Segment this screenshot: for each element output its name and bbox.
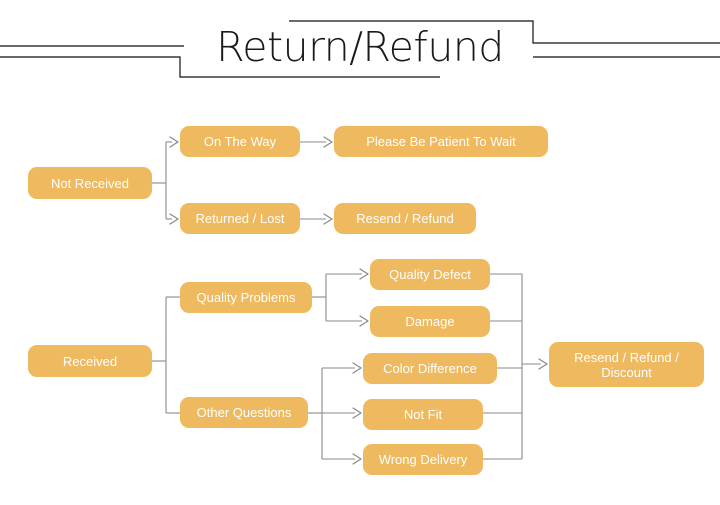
page-title: Return/Refund xyxy=(216,23,504,71)
node-on-the-way[interactable]: On The Way xyxy=(180,126,300,157)
arrow-color-difference xyxy=(352,362,362,374)
node-not-received[interactable]: Not Received xyxy=(28,167,152,199)
arrow-resend-refund-discount xyxy=(538,358,548,370)
node-wrong-delivery[interactable]: Wrong Delivery xyxy=(363,444,483,475)
arrow-please-be-patient xyxy=(323,136,333,148)
arrow-damage xyxy=(359,315,369,327)
node-resend-refund[interactable]: Resend / Refund xyxy=(334,203,476,234)
arrow-wrong-delivery xyxy=(352,453,362,465)
arrow-resend-refund xyxy=(323,213,333,225)
node-color-difference[interactable]: Color Difference xyxy=(363,353,497,384)
arrow-not-fit xyxy=(352,407,362,419)
node-please-be-patient-to-wait[interactable]: Please Be Patient To Wait xyxy=(334,126,548,157)
node-damage[interactable]: Damage xyxy=(370,306,490,337)
node-not-fit[interactable]: Not Fit xyxy=(363,399,483,430)
node-resend-refund-discount[interactable]: Resend / Refund / Discount xyxy=(549,342,704,387)
node-quality-defect[interactable]: Quality Defect xyxy=(370,259,490,290)
node-received[interactable]: Received xyxy=(28,345,152,377)
node-other-questions[interactable]: Other Questions xyxy=(180,397,308,428)
arrow-on-the-way xyxy=(169,136,179,148)
arrow-quality-defect xyxy=(359,268,369,280)
node-returned-lost[interactable]: Returned / Lost xyxy=(180,203,300,234)
arrow-returned-lost xyxy=(169,213,179,225)
node-quality-problems[interactable]: Quality Problems xyxy=(180,282,312,313)
